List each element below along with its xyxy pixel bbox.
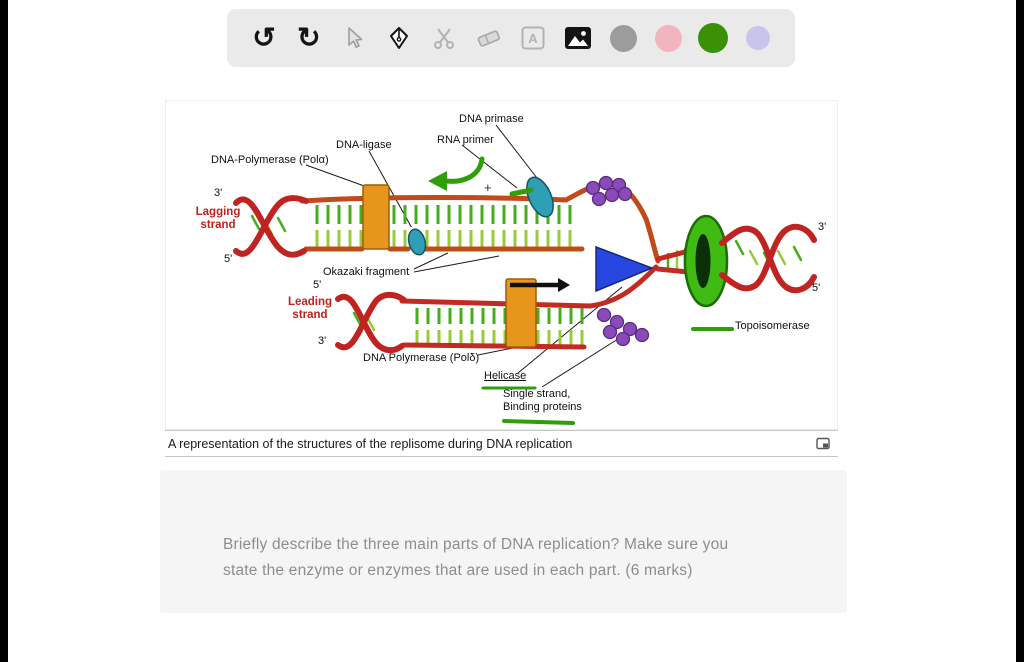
right-helix [719, 223, 817, 294]
image-icon [565, 27, 592, 49]
color-gray-swatch [609, 24, 637, 52]
scissors-icon [433, 28, 454, 49]
prime-right-3: 3' [818, 221, 827, 233]
dna-replication-diagram: DNA primase RNA primer DNA-ligase DNA-Po… [165, 100, 838, 430]
polymerase-delta-shape [505, 278, 537, 348]
cursor-icon [348, 27, 363, 48]
dna-replication-figure: DNA primase RNA primer DNA-ligase DNA-Po… [165, 100, 838, 457]
question-line-1: Briefly describe the three main parts of… [223, 536, 729, 553]
label-lagging-strand: Lagging strand [195, 206, 241, 232]
lagging-base-pairs [312, 205, 578, 249]
leading-duplex [399, 298, 593, 350]
color-gray-button[interactable] [606, 16, 640, 60]
eraser-tool-button[interactable] [472, 16, 506, 60]
green-annotations [428, 156, 734, 425]
prime-leading-5: 5' [313, 279, 322, 291]
prime-lagging-5: 5' [224, 253, 233, 265]
topoisomerase-shape [683, 214, 729, 308]
leading-base-pairs [412, 308, 584, 346]
label-topoisomerase: Topoisomerase [735, 320, 810, 332]
direction-arrow [510, 278, 570, 292]
ssb-beads [585, 175, 650, 347]
text-tool-button[interactable]: A [516, 16, 550, 60]
label-polymerase-delta: DNA Polymerase (Polδ) [363, 352, 480, 364]
undo-button[interactable]: ↺ [247, 16, 281, 60]
text-tool-icon: A [521, 26, 545, 50]
prime-leading-3: 3' [318, 335, 327, 347]
cut-tool-button[interactable] [427, 16, 461, 60]
pen-tool-button[interactable] [382, 16, 416, 60]
polymerase-alpha-shape [362, 184, 390, 250]
pen-icon [389, 27, 408, 49]
dna-diagram-art [233, 124, 817, 425]
cursor-tool-button[interactable] [337, 16, 371, 60]
redo-icon: ↻ [297, 22, 321, 53]
prime-lagging-3: 3' [214, 187, 223, 199]
color-lavender-swatch [745, 26, 770, 50]
lagging-left-helix [233, 195, 309, 258]
label-okazaki-fragment: Okazaki fragment [323, 266, 410, 278]
plus-mark: + [484, 180, 492, 195]
label-leading-strand: Leading strand [287, 296, 333, 322]
color-pink-swatch [654, 24, 682, 52]
drawing-toolbar: ↺ ↻ [227, 9, 795, 67]
redo-button[interactable]: ↻ [292, 16, 326, 60]
color-pink-button[interactable] [651, 16, 685, 60]
letterbox-left [0, 0, 8, 662]
primase-shape [526, 176, 554, 218]
prime-right-5: 5' [812, 282, 821, 294]
helicase-shape [595, 245, 655, 293]
color-green-swatch-selected [698, 23, 729, 53]
image-tool-button[interactable] [561, 16, 595, 60]
label-rna-primer: RNA primer [437, 134, 494, 146]
label-polymerase-alpha: DNA-Polymerase (Polα) [211, 154, 329, 166]
figure-caption-row: A representation of the structures of th… [165, 430, 838, 457]
label-dna-primase: DNA primase [459, 113, 524, 125]
letterbox-right [1016, 0, 1024, 662]
undo-icon: ↺ [252, 22, 276, 53]
popout-icon[interactable] [816, 437, 830, 450]
label-helicase: Helicase [484, 370, 527, 382]
svg-text:A: A [529, 31, 539, 46]
label-dna-ligase: DNA-ligase [336, 139, 392, 151]
color-green-button[interactable] [696, 16, 730, 60]
question-line-2: state the enzyme or enzymes that are use… [223, 562, 693, 579]
color-lavender-button[interactable] [741, 16, 775, 60]
leading-left-helix [335, 291, 407, 354]
figure-caption: A representation of the structures of th… [168, 436, 573, 451]
label-ssb-proteins: Single strand, Binding proteins [503, 388, 582, 413]
question-card: Briefly describe the three main parts of… [160, 470, 847, 613]
ligase-shape [407, 228, 427, 256]
eraser-icon [477, 30, 500, 47]
leading-template-strand [587, 264, 659, 309]
